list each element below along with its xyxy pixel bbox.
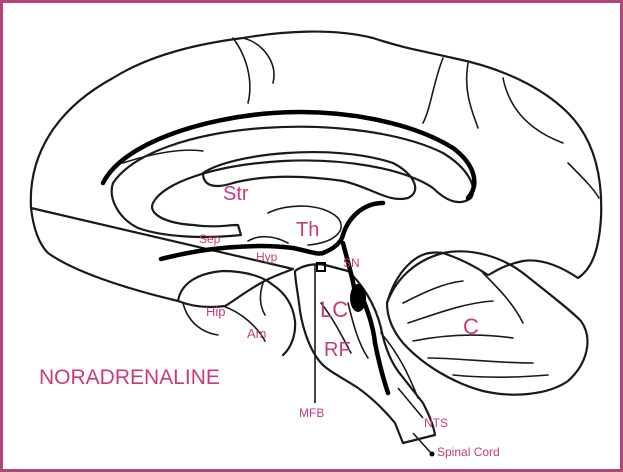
label-sep: Sep bbox=[199, 232, 221, 246]
label-am: Am bbox=[247, 326, 267, 341]
brain-diagram: Str Th Sep Hyp SN Hip Am LC RF C MFB NTS… bbox=[3, 3, 620, 469]
label-nts: NTS bbox=[424, 416, 448, 430]
label-lc: LC bbox=[320, 297, 348, 322]
diagram-title: NORADRENALINE bbox=[39, 366, 220, 389]
label-mfb: MFB bbox=[299, 406, 324, 420]
label-rf: RF bbox=[324, 339, 351, 361]
label-hip: Hip bbox=[206, 304, 226, 319]
label-sn: SN bbox=[343, 256, 360, 270]
corpus-callosum bbox=[112, 127, 473, 237]
cerebellum bbox=[387, 251, 587, 394]
label-c: C bbox=[463, 314, 479, 339]
label-str: Str bbox=[223, 183, 249, 205]
label-hyp: Hyp bbox=[256, 250, 278, 264]
locus-coeruleus-marker bbox=[350, 284, 366, 312]
label-th: Th bbox=[296, 219, 319, 241]
label-spinal-cord: Spinal Cord bbox=[437, 445, 500, 459]
